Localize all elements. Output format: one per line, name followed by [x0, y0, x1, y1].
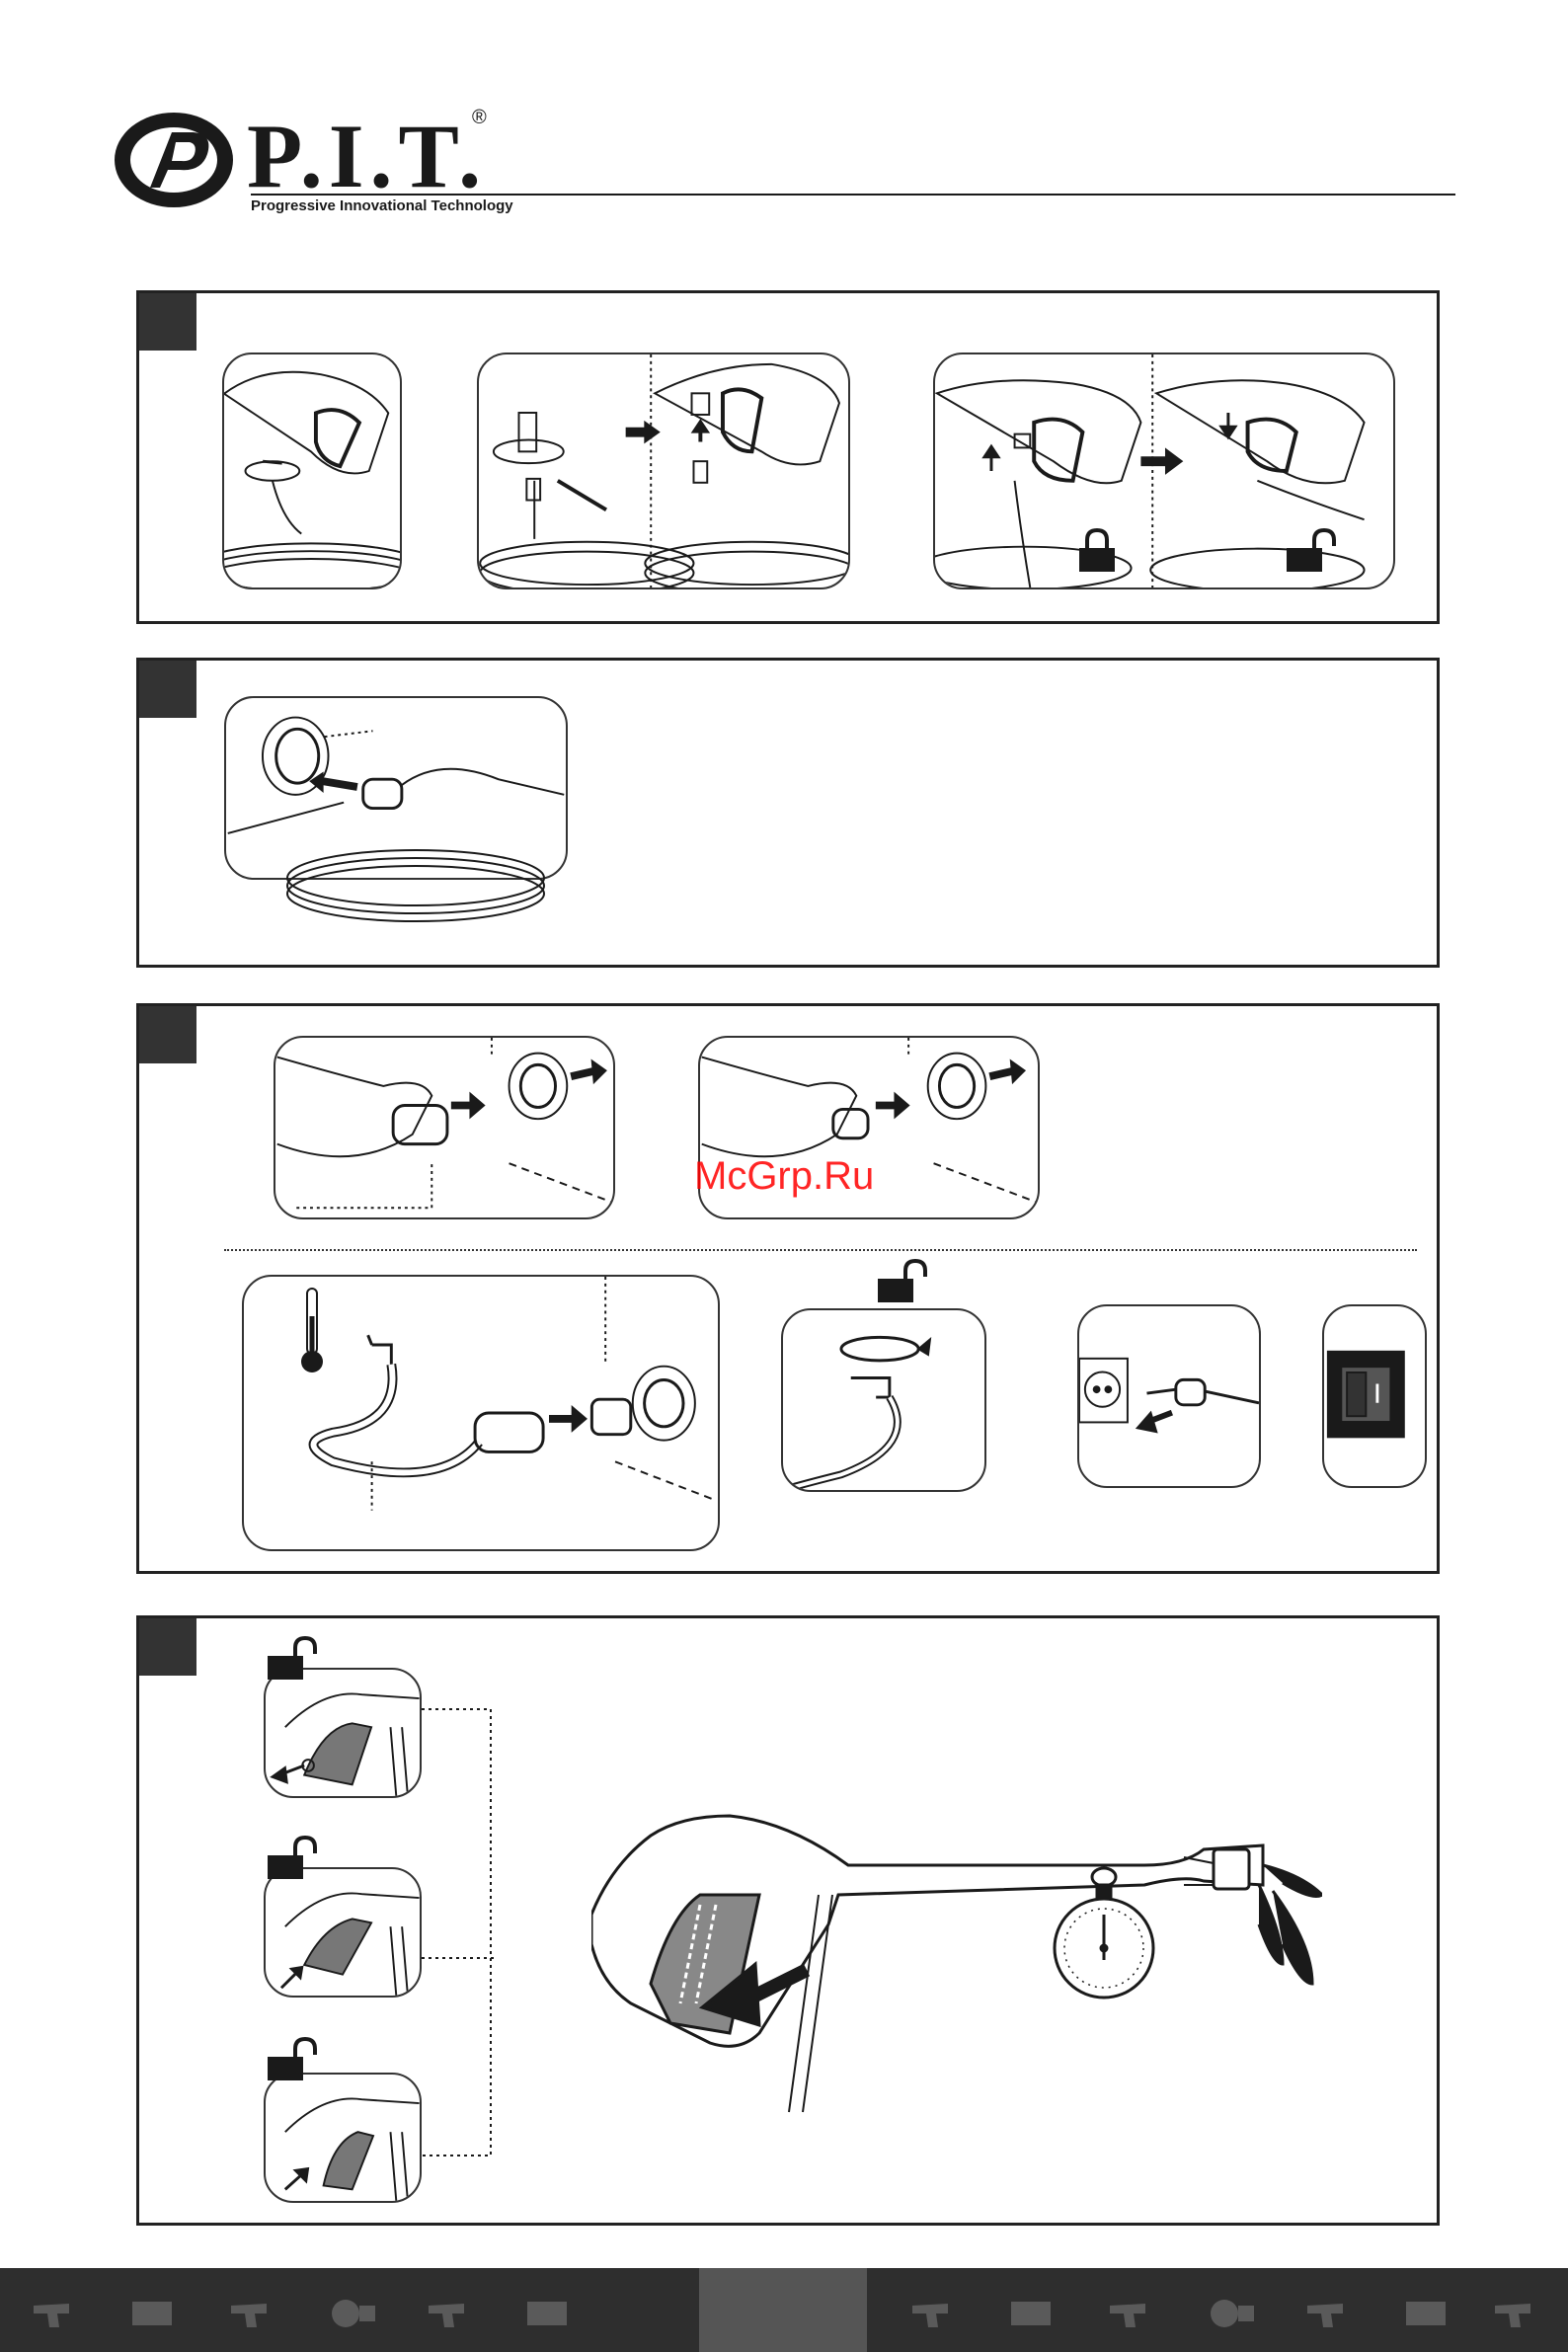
illustration-plug-in — [1077, 1304, 1261, 1488]
illustration-trigger-release — [264, 2073, 422, 2203]
drill-icon — [908, 2296, 962, 2329]
drill-icon — [30, 2296, 83, 2329]
lock-open-icon — [876, 1259, 927, 1302]
drill-icon — [1491, 2296, 1544, 2329]
mixer-icon — [1205, 2296, 1258, 2329]
brand-tagline: Progressive Innovational Technology — [251, 197, 513, 214]
section-connect-gun — [136, 290, 1440, 624]
section-connect-water-supply: McGrp.Ru — [136, 1003, 1440, 1574]
connector-lines — [422, 1707, 501, 2161]
lock-open-icon — [266, 1636, 317, 1680]
section-trigger-lock — [136, 1615, 1440, 2226]
lock-open-icon — [1285, 528, 1336, 572]
watermark: McGrp.Ru — [694, 1154, 874, 1199]
generator-icon — [1402, 2296, 1455, 2329]
illustration-hose-to-gun — [222, 353, 402, 589]
power-switch-icon — [1322, 1304, 1323, 1305]
lock-open-icon — [266, 2037, 317, 2080]
illustration-fit-nozzle — [477, 353, 850, 589]
spray-gun-illustration — [591, 1747, 1322, 2171]
generator-icon — [1007, 2296, 1060, 2329]
generator-icon — [128, 2296, 182, 2329]
step-marker — [139, 661, 196, 718]
step-marker — [139, 1006, 196, 1063]
socket-icon — [1077, 1358, 1078, 1359]
stopwatch-icon — [1050, 1865, 1158, 2003]
illustration-adapter-large — [274, 1036, 615, 1219]
registered-mark: ® — [472, 107, 487, 129]
lock-closed-icon — [1077, 528, 1117, 572]
illustration-power-switch — [1322, 1304, 1427, 1488]
divider — [224, 1249, 1417, 1251]
thermometer-icon — [297, 1287, 327, 1375]
footer-band — [0, 2268, 1568, 2352]
mixer-icon — [326, 2296, 379, 2329]
illustration-trigger-press — [264, 1867, 422, 1998]
drill-icon — [425, 2296, 478, 2329]
drill-icon — [1106, 2296, 1159, 2329]
section-connect-high-pressure-hose — [136, 658, 1440, 968]
illustration-trigger-locked — [264, 1668, 422, 1798]
drill-icon — [227, 2296, 280, 2329]
brand-name: P.I.T. — [247, 111, 487, 201]
step-marker — [139, 293, 196, 351]
drill-icon — [1303, 2296, 1357, 2329]
generator-icon — [523, 2296, 577, 2329]
page-number-box — [699, 2268, 867, 2352]
lock-open-icon — [266, 1836, 317, 1879]
header-rule — [251, 194, 1455, 196]
pit-logo-mark — [111, 107, 237, 213]
step-marker — [139, 1618, 196, 1676]
hose-coil — [277, 838, 593, 927]
illustration-open-tap — [781, 1308, 986, 1492]
